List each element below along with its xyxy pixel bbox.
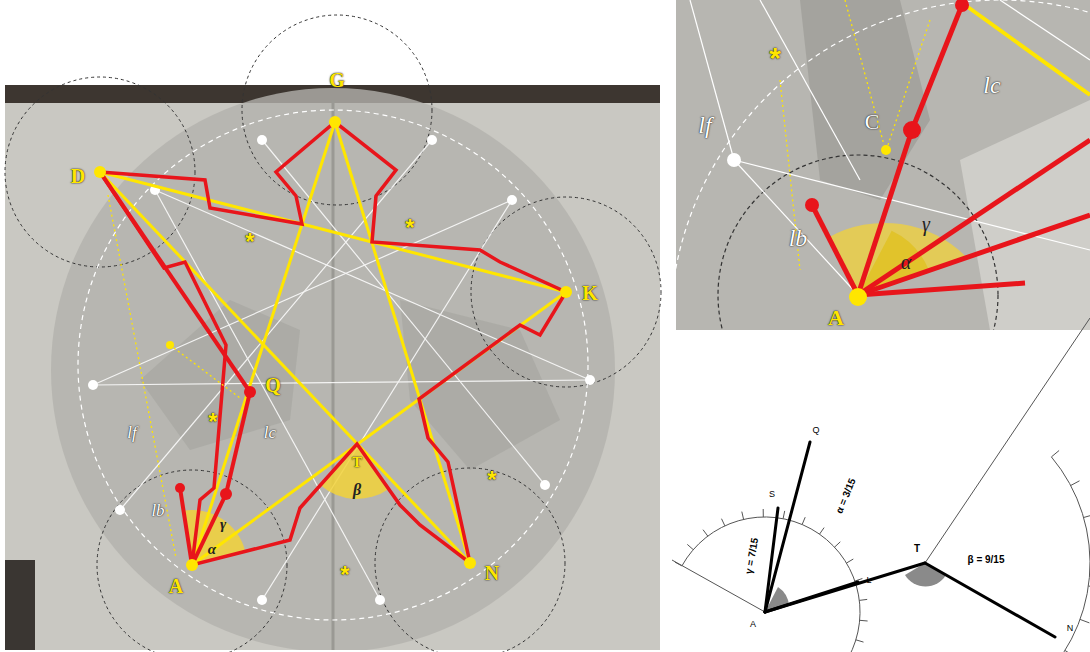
book-photo: [5, 85, 660, 652]
guide-circle: [78, 110, 588, 620]
asterisk-mark: *: [405, 216, 414, 240]
point-label: Q: [812, 426, 819, 435]
angle-label: β: [353, 482, 361, 498]
vertex-circle: [5, 15, 661, 652]
measure-arrow: [108, 195, 240, 558]
length-label: lf: [698, 113, 711, 137]
protractor-tick: [1088, 586, 1090, 587]
protractor-tick: [846, 559, 853, 563]
angle-label: α: [901, 252, 912, 272]
point-label: A: [169, 576, 183, 596]
point-label: S: [769, 490, 775, 499]
guide-dot: [88, 135, 595, 605]
point-label: N: [485, 563, 499, 583]
length-label: lb: [151, 502, 164, 519]
asterisk-mark: *: [769, 43, 781, 73]
point-label: K: [582, 283, 598, 303]
protractor-tick: [860, 620, 868, 622]
protractor-tick: [820, 528, 825, 535]
protractor-tick: [1071, 481, 1080, 486]
asterisk-mark: *: [245, 230, 254, 254]
point-label: D: [71, 166, 85, 186]
protractor-tick: [1051, 451, 1059, 457]
point-label: C: [865, 111, 880, 133]
point-label: A: [828, 307, 844, 329]
angle-value: α = 3/15: [834, 477, 857, 515]
protractor-tick: [859, 599, 867, 600]
asterisk-mark: *: [487, 468, 496, 492]
protractor-tick: [703, 530, 708, 536]
fortress-outline: [100, 122, 566, 565]
length-label: lc: [264, 424, 276, 441]
protractor-tick: [1084, 515, 1090, 518]
point-label: T: [352, 455, 362, 470]
protractor-tick: [1065, 650, 1074, 652]
protractor-tick: [856, 640, 864, 642]
point-label: A: [750, 620, 756, 629]
protractor-tick: [1080, 619, 1089, 623]
red-dot: [175, 386, 256, 500]
angle-label: γ: [922, 214, 930, 234]
asterisk-mark: *: [340, 563, 349, 587]
point-label: L: [866, 576, 871, 585]
angle-value: γ = 7/15: [744, 537, 760, 575]
bastion-line: [100, 172, 250, 565]
vertex-dot: [94, 116, 572, 571]
detail-photo: [676, 0, 1090, 330]
point-label: T: [914, 544, 920, 554]
angle-diagram: [672, 318, 1090, 652]
angle-value: β = 9/15: [968, 555, 1005, 565]
protractor-tick: [687, 544, 693, 549]
pentagram: [100, 122, 566, 565]
length-label: lb: [789, 226, 808, 250]
point-label: G: [329, 70, 345, 90]
length-label: lc: [983, 73, 1000, 97]
construction-line: [93, 140, 590, 600]
protractor-tick: [763, 509, 764, 517]
asterisk-mark: *: [208, 410, 217, 434]
point-label: N: [1067, 624, 1074, 633]
angle-label: γ: [220, 517, 226, 532]
angle-label: α: [208, 542, 216, 557]
protractor-tick: [802, 517, 805, 524]
protractor-tick: [783, 511, 785, 519]
point-label: Q: [265, 375, 281, 395]
protractor-tick: [835, 542, 841, 547]
protractor-tick: [742, 512, 744, 520]
protractor-tick: [722, 519, 725, 526]
length-label: lf: [127, 424, 136, 441]
